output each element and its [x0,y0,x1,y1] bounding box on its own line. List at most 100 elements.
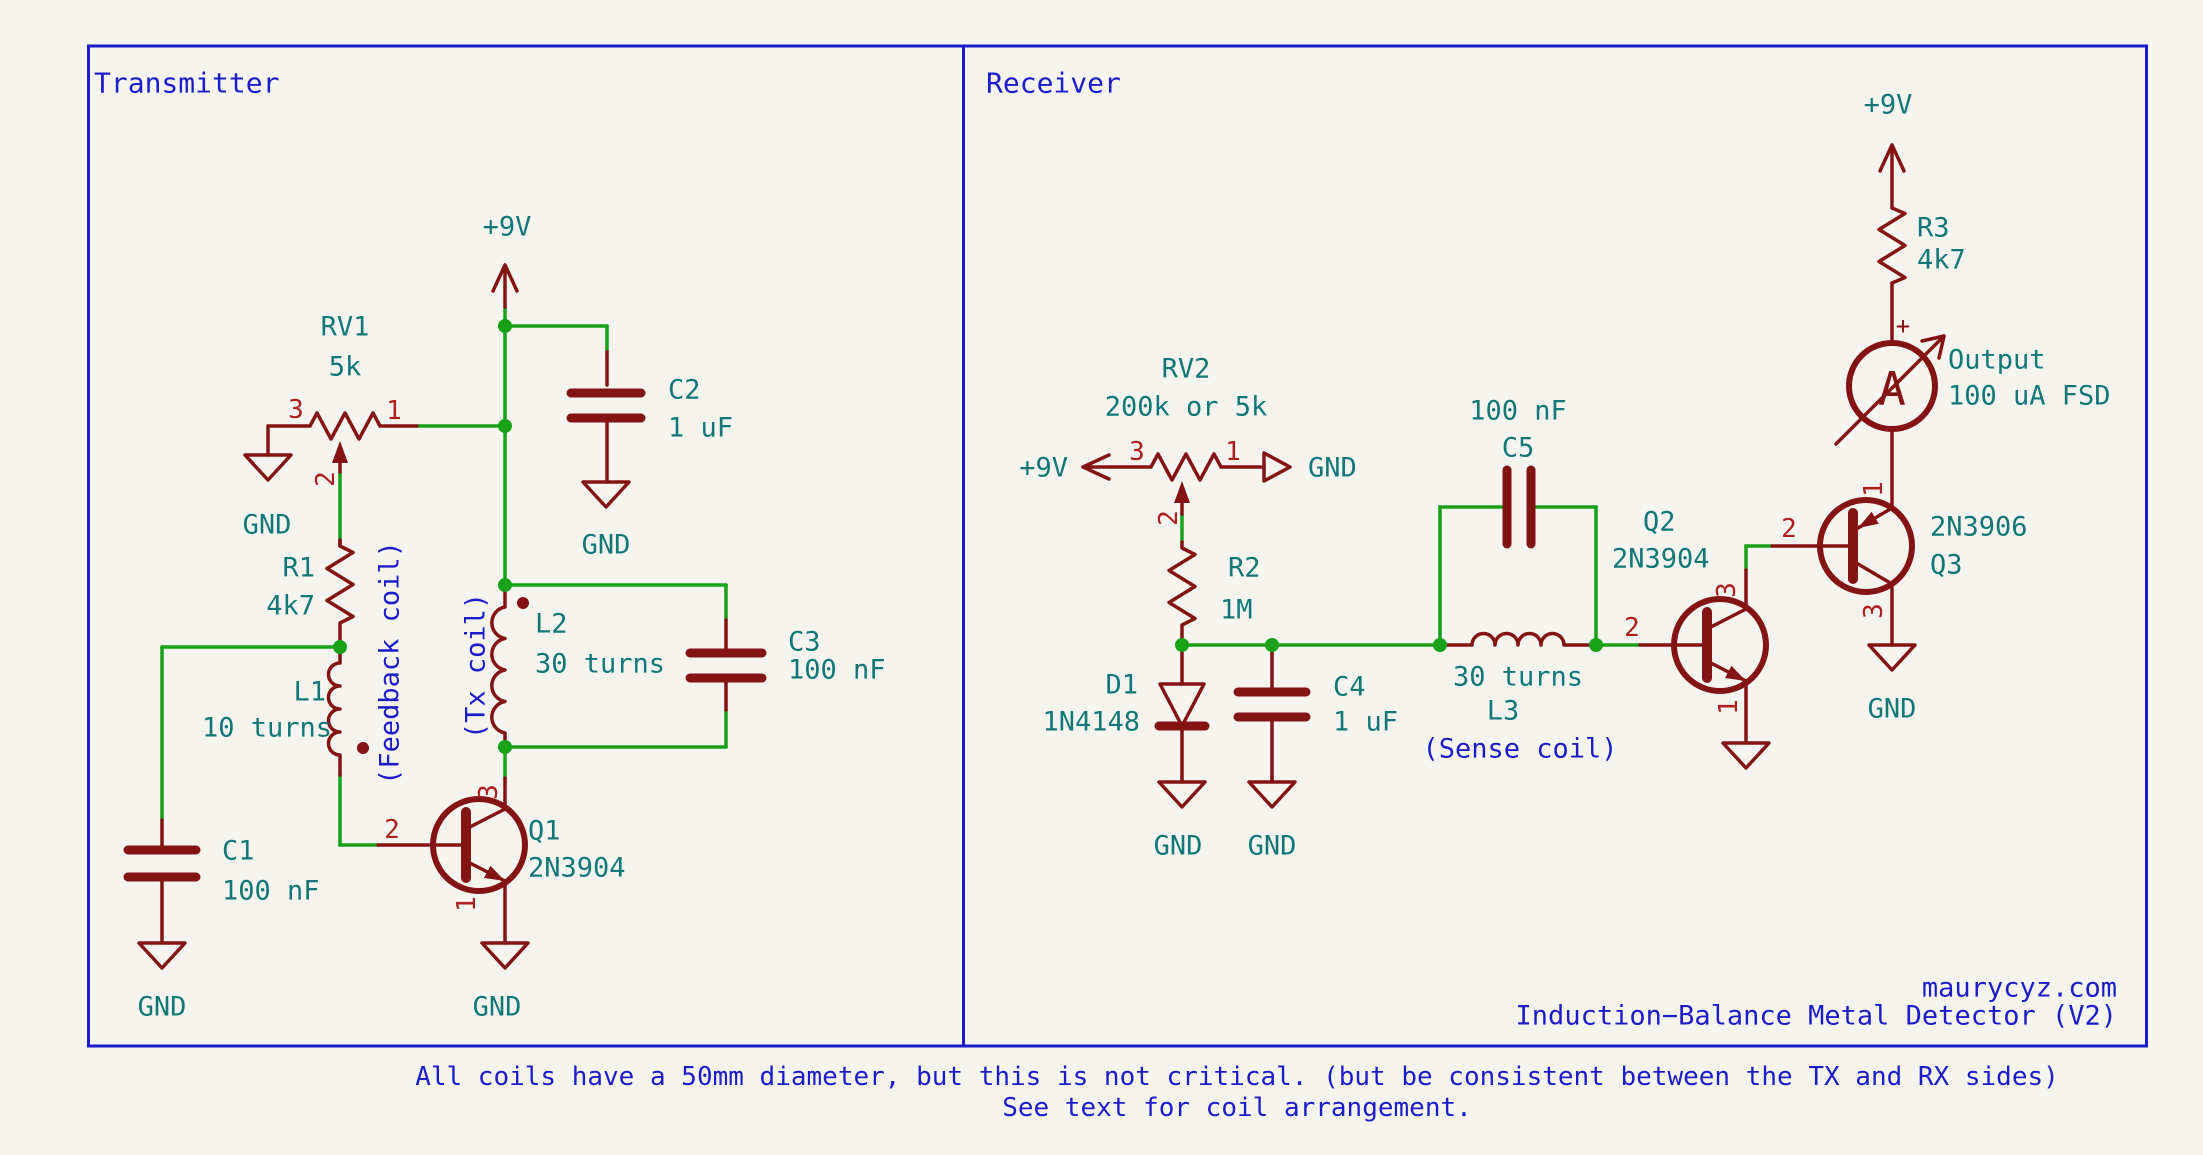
junction-dot [1175,638,1189,652]
rx-wires [1180,505,1774,647]
doc-title: Induction−Balance Metal Detector (V2) [1516,1001,2117,1032]
gnd-triangle-icon [581,480,631,509]
c5-ref: C5 [1502,433,1535,464]
power-flag-9v-tx: +9V [483,212,532,309]
tx-junctions [333,319,512,754]
l3-value: 30 turns [1453,662,1583,693]
rv2-body [1108,452,1266,482]
rv2-right-label: GND [1308,453,1357,484]
inductor-l1: L1 10 turns (Feedback coil) [202,541,406,785]
potentiometer-rv2: RV2 200k or 5k 3 1 2 +9V GND [1019,354,1357,526]
q3-pin2: 2 [1781,514,1797,544]
c5-plates [1502,465,1536,549]
rv2-ref: RV2 [1162,354,1211,385]
l1-polarity-dot-icon [357,742,369,754]
rv1-body [266,411,419,441]
q3-ref: Q3 [1930,550,1963,581]
note-line2: See text for coil arrangement. [1002,1093,1472,1123]
resistor-r2: R2 1M [1167,540,1261,647]
q1-pin2: 2 [384,815,400,845]
q2-collector [1705,568,1748,631]
c2-ref: C2 [668,375,701,406]
q3-pin3: 3 [1859,603,1889,619]
q1-pin1: 1 [452,896,482,912]
credit-text: maurycyz.com [1922,973,2117,1004]
l3-note: (Sense coil) [1422,734,1617,765]
d1-ref: D1 [1105,670,1138,701]
q2-pin2: 2 [1624,613,1640,643]
rv1-ref: RV1 [321,312,370,343]
gnd-label: GND [582,530,631,561]
q2-emitter-arrow-icon [1725,665,1746,681]
rv1-pin1: 1 [386,396,402,426]
junction-dot [498,578,512,592]
transistor-q1: Q1 2N3904 2 3 1 GND [376,776,626,1023]
note-line1: All coils have a 50mm diameter, but this… [415,1062,2059,1092]
q1-value: 2N3904 [528,853,626,884]
meter-body [1846,340,1938,432]
q3-emitter-arrow-icon [1858,511,1879,528]
capacitor-c2: C2 1 uF GND [566,350,733,561]
rv2-wiper-arrow-icon [1174,481,1190,503]
rv1-pin3: 3 [288,395,304,425]
gnd-label: GND [138,992,187,1023]
rv1-pin2: 2 [311,471,341,487]
c1-ref: C1 [222,836,255,867]
gnd-label: GND [1154,831,1203,862]
q1-emitter-arrow-icon [484,865,505,881]
r2-ref: R2 [1228,553,1261,584]
transmitter-box [87,44,965,1048]
power-arrow-icon [1878,143,1906,210]
power-label: +9V [483,212,532,243]
c1-plates [123,845,201,882]
q3-pin1: 1 [1859,481,1889,497]
capacitor-c5: 100 nF C5 [1469,396,1567,549]
c1-value: 100 nF [222,876,320,907]
receiver-section: RV2 200k or 5k 3 1 2 +9V GND R2 1M D1 1N… [1019,90,2117,1032]
junction-dot [333,640,347,654]
rv2-pin2: 2 [1154,510,1184,526]
meter-plus: + [1896,312,1910,340]
inductor-l3: 30 turns L3 (Sense coil) [1422,631,1618,765]
tx-wires [160,305,728,847]
q2-ref: Q2 [1643,507,1676,538]
q1-pin3: 3 [474,784,504,800]
c4-plates [1233,687,1311,722]
gnd-label: GND [1868,694,1917,725]
c2-plates [566,388,646,423]
rv2-left-label: +9V [1019,453,1068,484]
l2-ref: L2 [535,609,568,640]
q1-collector [464,776,507,831]
l2-value: 30 turns [535,649,665,680]
gnd-triangle-icon [243,453,293,482]
receiver-box [962,44,2148,1048]
power-flag-9v-rx: +9V [1864,90,1913,210]
power-arrow-left-icon [1081,453,1112,481]
gnd-triangle-icon [1867,643,1917,672]
l1-body [326,645,342,777]
capacitor-c4: C4 1 uF GND [1233,643,1398,862]
transmitter-section: +9V RV1 5k 3 1 2 GND C2 1 uF GND [123,212,886,1023]
capacitor-c3: C3 100 nF [685,618,886,712]
c3-ref: C3 [788,627,821,658]
power-arrow-icon [491,263,519,309]
gnd-triangle-icon [137,941,187,970]
wire [1438,505,1504,647]
gnd-triangle-icon [1721,741,1771,770]
resistor-r1: R1 4k7 [266,538,355,649]
receiver-title: Receiver [986,67,1121,100]
junction-dot [1265,638,1279,652]
meter-label2: 100 uA FSD [1948,381,2111,412]
r1-value: 4k7 [266,591,315,622]
r2-value: 1M [1220,595,1253,626]
c4-value: 1 uF [1333,707,1398,738]
power-label: +9V [1864,90,1913,121]
l1-value: 10 turns [202,713,332,744]
c4-ref: C4 [1333,672,1366,703]
rv1-value: 5k [329,352,362,383]
diode-d1: D1 1N4148 GND [1042,643,1210,862]
q3-value: 2N3906 [1930,512,2028,543]
l1-note: (Feedback coil) [375,541,406,785]
transistor-q2: Q2 2N3904 2 3 1 [1612,507,1771,770]
